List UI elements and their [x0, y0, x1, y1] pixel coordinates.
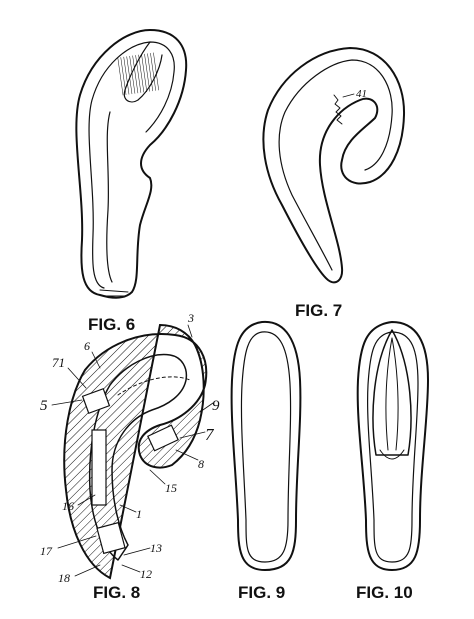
figure-6-drawing: FIG. 6	[75, 29, 188, 334]
fig10-caption: FIG. 10	[356, 583, 413, 602]
fig8-ref-18: 18	[58, 571, 70, 585]
figure-9-drawing: FIG. 9	[230, 320, 302, 602]
fig8-caption: FIG. 8	[93, 583, 140, 602]
fig8-ref-7: 7	[205, 425, 215, 444]
fig8-ref-16: 16	[62, 499, 74, 513]
fig8-ref-13: 13	[150, 541, 162, 555]
fig8-lower-component	[96, 521, 126, 555]
figure-8-drawing: 3 6 71 5 9 7 8 15 16 1 17 13 18 12 FIG. …	[40, 311, 220, 602]
fig9-caption: FIG. 9	[238, 583, 285, 602]
fig8-ref-5: 5	[40, 398, 48, 414]
fig8-ref-15: 15	[165, 481, 177, 495]
fig8-ref-9: 9	[212, 398, 220, 414]
fig8-ref-17: 17	[40, 544, 53, 558]
fig8-tip-component	[147, 424, 179, 452]
fig8-ref-3: 3	[187, 311, 194, 325]
figure-7-drawing: 41 FIG. 7	[262, 47, 406, 320]
fig7-caption: FIG. 7	[295, 301, 342, 320]
fig8-ref-71: 71	[52, 355, 65, 370]
fig8-ref-1: 1	[136, 507, 142, 521]
fig8-upper-component	[81, 388, 111, 414]
fig8-ref-6: 6	[84, 339, 90, 353]
fig7-ref-41: 41	[356, 88, 367, 100]
fig6-shaded-inner-surface	[115, 52, 161, 96]
fig8-ref-12: 12	[140, 567, 152, 581]
fig8-battery-cell	[91, 429, 107, 506]
figure-10-drawing: FIG. 10	[356, 321, 429, 602]
fig8-reference-leaders	[51, 324, 214, 577]
fig6-caption: FIG. 6	[88, 315, 135, 334]
fig8-ref-8: 8	[198, 457, 204, 471]
